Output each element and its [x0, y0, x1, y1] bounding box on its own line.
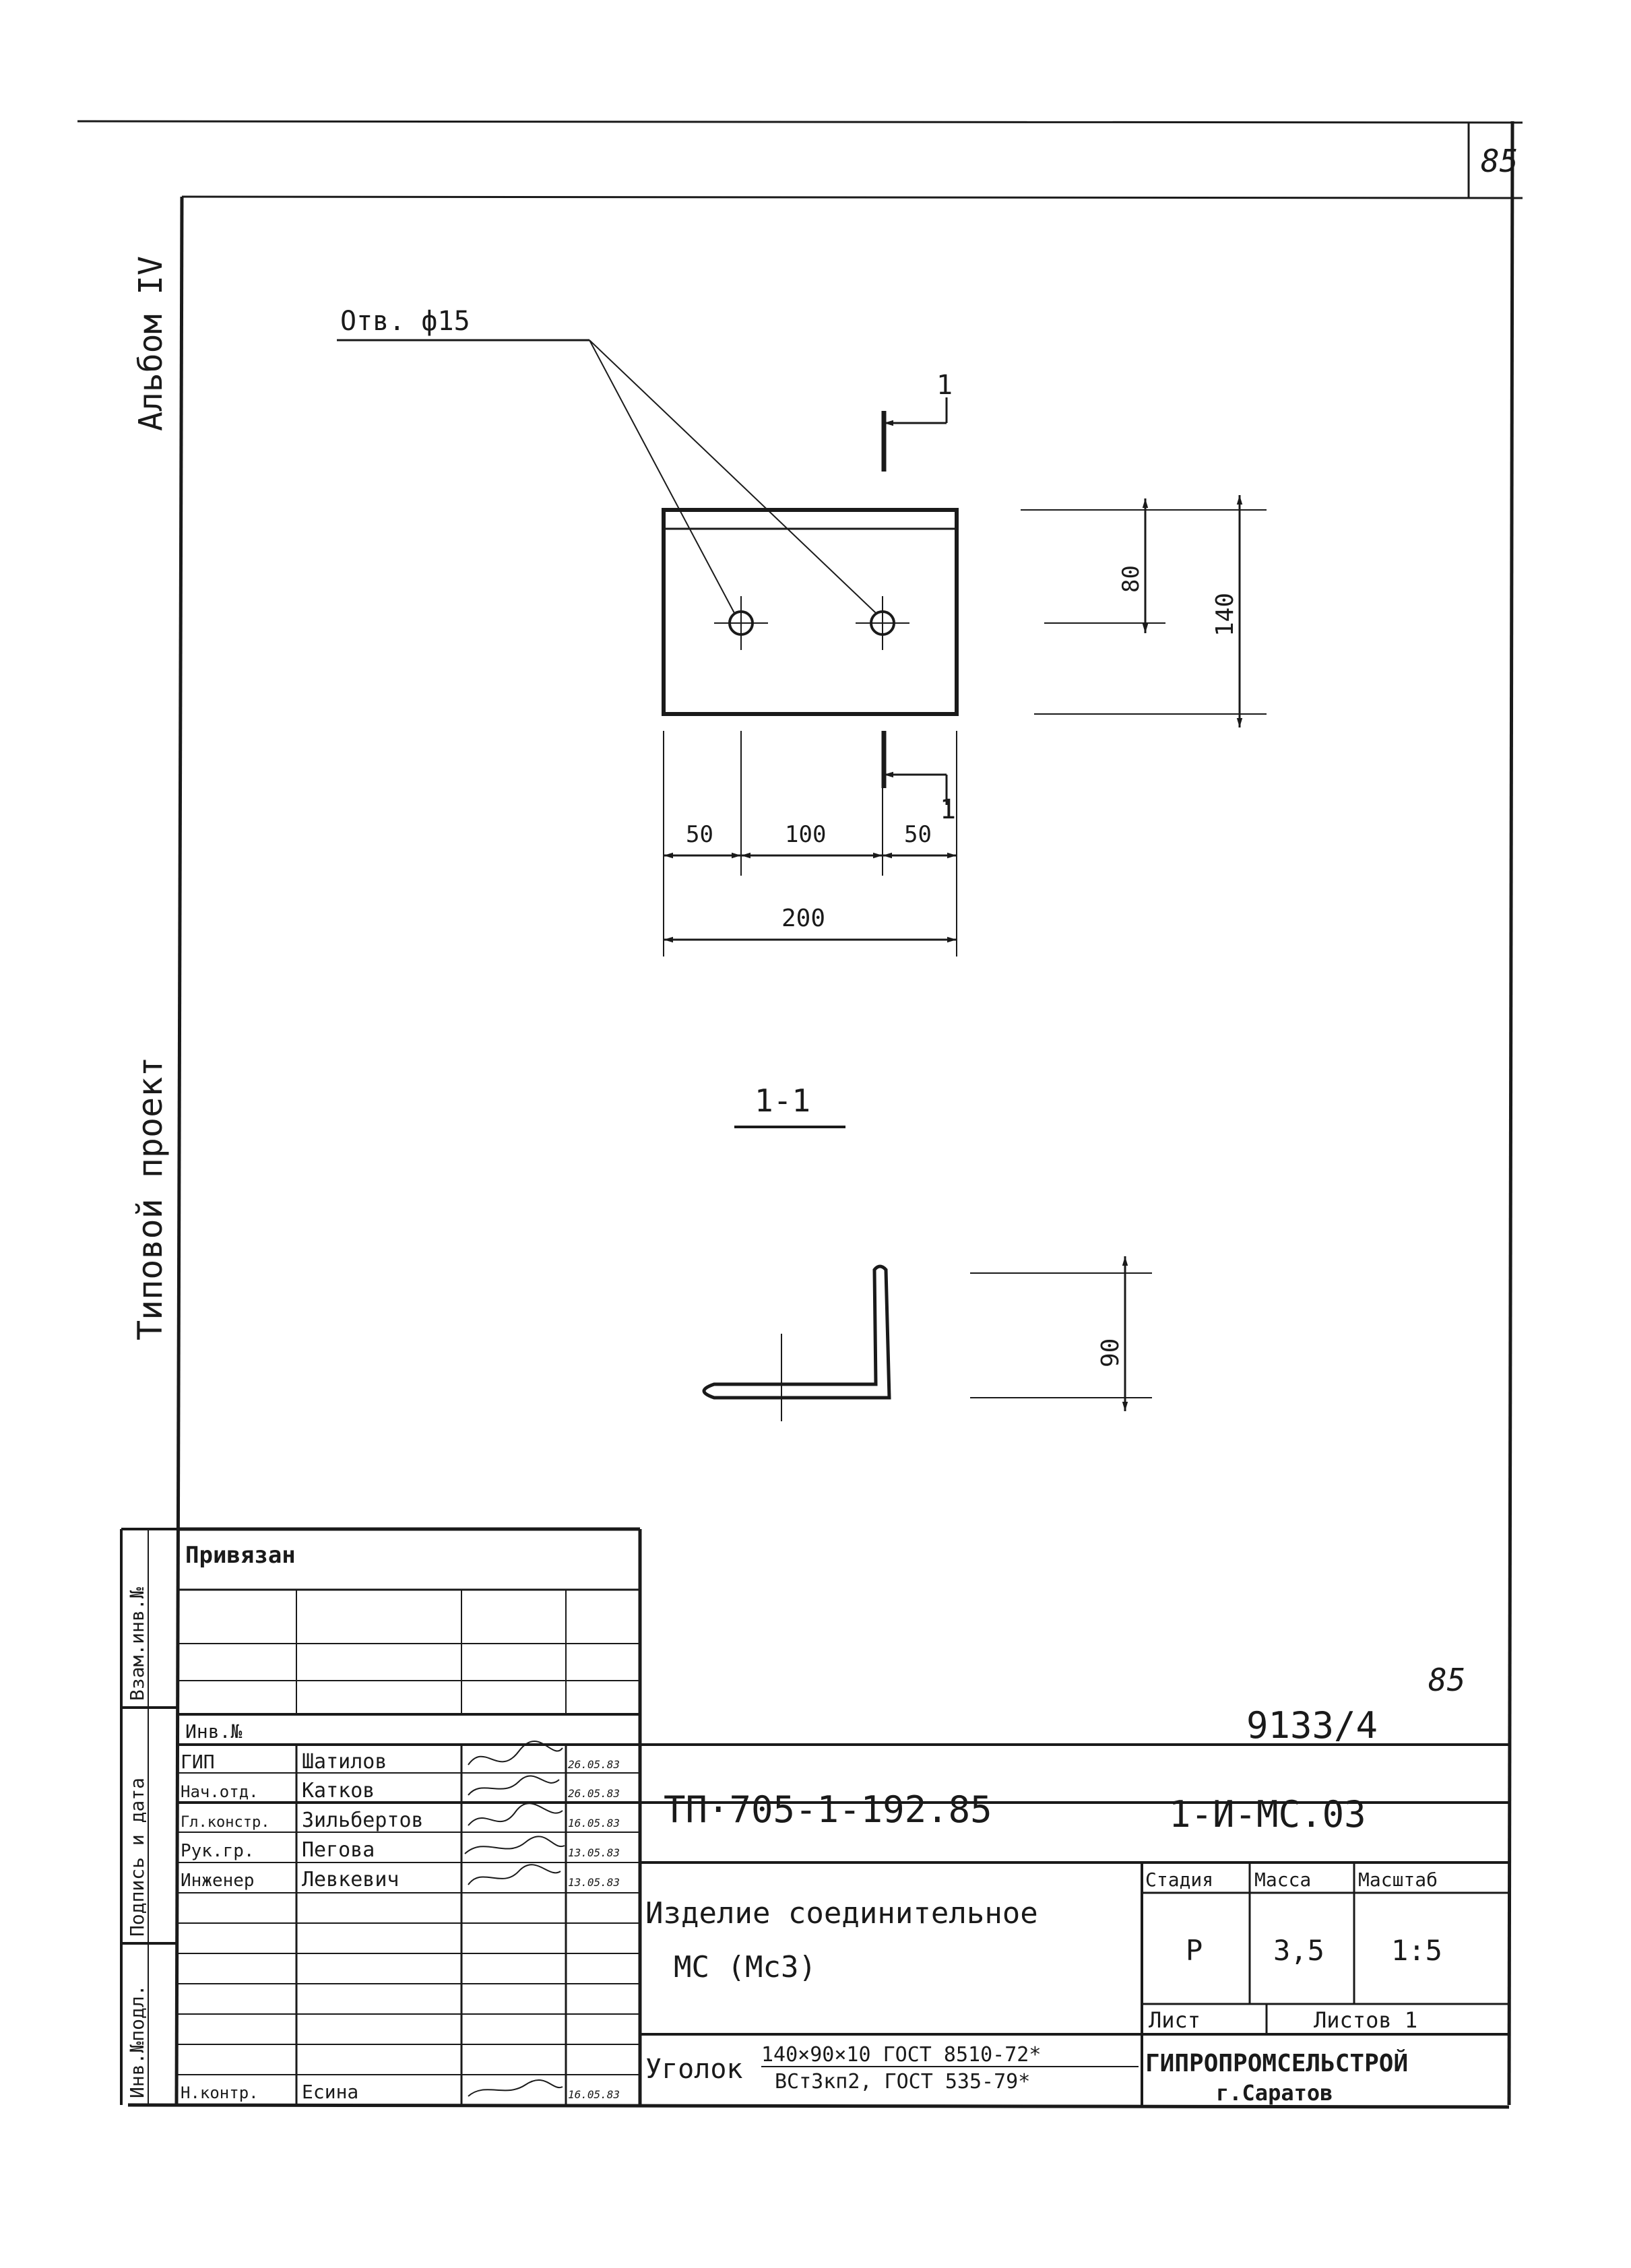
signature-rows: ГИП Шатилов 26.05.83 Нач.отд. Катков 26.…: [181, 1741, 620, 2103]
section-mark-top: [881, 397, 948, 472]
title-line-1: Изделие соединительное: [645, 1896, 1038, 1931]
dim-flange-height: 90: [1097, 1338, 1124, 1367]
sheet-handwritten: 85: [1428, 1662, 1465, 1698]
value-mass: 3,5: [1273, 1934, 1324, 1967]
material-line-1: 140×90×10 ГОСТ 8510-72*: [761, 2043, 1041, 2067]
role-gip: ГИП: [181, 1751, 215, 1773]
page-number: 85: [1481, 143, 1518, 179]
org-city: г.Саратов: [1216, 2080, 1333, 2106]
date-ruk-gr: 13.05.83: [568, 1846, 620, 1859]
dim-overall-height: 140: [1211, 593, 1239, 637]
dim-hole-spacing: 100: [785, 821, 826, 848]
name-n-kontr: Есина: [302, 2081, 358, 2103]
material-line-2: ВСт3кп2, ГОСТ 535-79*: [775, 2070, 1030, 2094]
hole-callout: [337, 339, 876, 614]
hole-callout-text: Отв. ф15: [340, 306, 470, 337]
doc-number: 9133/4: [1246, 1704, 1378, 1747]
dim-hole-height: 80: [1118, 565, 1145, 593]
section-mark-bottom: [881, 731, 948, 805]
header-stage: Стадия: [1145, 1869, 1213, 1891]
date-nach-otd: 26.05.83: [568, 1787, 620, 1800]
signature-mark: [468, 1864, 561, 1885]
value-stage: Р: [1186, 1934, 1203, 1967]
privyazan-label: Привязан: [185, 1542, 296, 1569]
date-inzhener: 13.05.83: [568, 1876, 620, 1889]
date-n-kontr: 16.05.83: [568, 2088, 620, 2101]
signature-mark: [468, 1803, 563, 1826]
role-gl-konstr: Гл.констр.: [181, 1814, 269, 1831]
date-gip: 26.05.83: [568, 1758, 620, 1771]
signature-mark: [464, 1836, 565, 1854]
dim-overall-width: 200: [781, 905, 825, 932]
section-mark-label: 1: [936, 370, 953, 401]
inv-no-label: Инв.№: [185, 1720, 242, 1743]
name-ruk-gr: Пегова: [302, 1838, 375, 1862]
sheets-label: Листов 1: [1314, 2007, 1417, 2033]
material-label: Уголок: [645, 2054, 743, 2085]
project-label: Типовой проект: [131, 1057, 170, 1340]
role-inzhener: Инженер: [181, 1871, 255, 1891]
doc-code: 1-И-МС.03: [1169, 1793, 1366, 1836]
role-ruk-gr: Рук.гр.: [181, 1841, 255, 1861]
section-mark-label: 1: [940, 794, 956, 825]
left-strip: [120, 1528, 182, 2105]
dim-right-edge: 50: [904, 821, 932, 848]
horizontal-dimensions: [663, 731, 957, 957]
sheet-label: Лист: [1149, 2007, 1201, 2033]
header-scale: Масштаб: [1358, 1869, 1438, 1891]
signature-mark: [468, 1775, 560, 1796]
role-nach-otd: Нач.отд.: [181, 1782, 259, 1801]
album-label: Альбом IV: [132, 256, 170, 431]
angle-section-view: [702, 1256, 1152, 1421]
name-gl-konstr: Зильбертов: [302, 1809, 424, 1832]
section-title: 1-1: [755, 1082, 810, 1119]
date-gl-konstr: 16.05.83: [568, 1817, 620, 1829]
title-line-2: МС (Мс3): [674, 1950, 817, 1984]
angle-plan-view: [662, 508, 959, 716]
vzam-inv-label: Взам.инв.№: [126, 1587, 148, 1701]
title-block: [177, 1527, 1509, 2105]
org-name: ГИПРОПРОМСЕЛЬСТРОЙ: [1145, 2049, 1408, 2077]
role-n-kontr: Н.контр.: [181, 2083, 259, 2102]
name-inzhener: Левкевич: [302, 1868, 399, 1891]
signature-mark: [468, 2079, 563, 2097]
name-gip: Шатилов: [302, 1750, 387, 1774]
header-mass: Масса: [1254, 1869, 1311, 1891]
signature-mark: [468, 1741, 563, 1765]
frame: [77, 120, 1523, 2109]
inv-podl-label: Инв.№подл.: [126, 1984, 148, 2098]
value-scale: 1:5: [1391, 1934, 1442, 1967]
podpis-data-label: Подпись и дата: [126, 1778, 148, 1937]
dim-left-edge: 50: [686, 821, 713, 848]
designation: ТП·705-1-192.85: [664, 1788, 992, 1831]
name-nach-otd: Катков: [302, 1779, 375, 1803]
vertical-dimensions: [1021, 495, 1267, 727]
